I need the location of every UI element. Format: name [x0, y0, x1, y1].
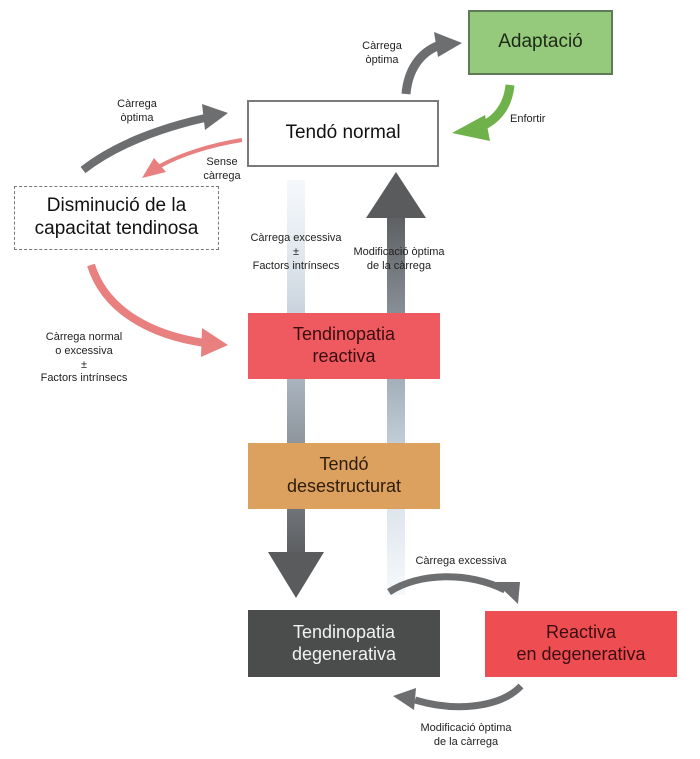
label-carrega-excessiva-factors: Càrrega excessiva ± Factors intrínsecs — [250, 232, 342, 272]
arrow-disminucio-to-normal — [80, 104, 228, 174]
arrow-degenerativa-to-reactiva-degenerativa — [387, 573, 520, 604]
label-modificacio-optima-bottom: Modificació òptima de la càrrega — [420, 722, 512, 748]
up-arrow-to-normal — [366, 172, 426, 595]
arrow-adaptacio-to-normal — [452, 84, 515, 141]
box-tendo-desestructurat-label: Tendó desestructurat — [286, 454, 402, 496]
box-reactiva-en-degenerativa-label: Reactiva en degenerativa — [516, 622, 646, 664]
box-tendo-normal: Tendó normal — [247, 100, 439, 167]
box-reactiva-en-degenerativa: Reactiva en degenerativa — [485, 611, 677, 677]
label-sense-carrega: Sense càrrega — [203, 156, 241, 182]
arrow-normal-to-disminucio — [142, 138, 243, 178]
box-tendinopatia-degenerativa: Tendinopatia degenerativa — [248, 610, 440, 677]
arrow-disminucio-to-reactiva — [87, 263, 228, 357]
box-disminucio: Disminució de la capacitat tendinosa — [14, 186, 219, 250]
label-enfortir: Enfortir — [510, 113, 546, 125]
box-tendo-desestructurat: Tendó desestructurat — [248, 443, 440, 509]
box-tendinopatia-reactiva: Tendinopatia reactiva — [248, 313, 440, 379]
box-tendo-normal-label: Tendó normal — [285, 122, 401, 144]
label-carrega-normal-excessiva: Càrrega normal o excessiva ± Factors int… — [40, 331, 128, 385]
label-carrega-excessiva-bottom: Càrrega excessiva — [415, 555, 507, 567]
box-adaptacio: Adaptació — [468, 10, 613, 75]
label-carrega-optima-left: Càrrega òptima — [117, 98, 157, 124]
label-modificacio-optima-center: Modificació òptima de la càrrega — [353, 246, 445, 272]
box-adaptacio-label: Adaptació — [498, 31, 583, 53]
label-carrega-optima-top: Càrrega òptima — [362, 40, 402, 66]
box-tendinopatia-reactiva-label: Tendinopatia reactiva — [292, 324, 396, 366]
arrow-normal-to-adaptacio — [401, 32, 462, 95]
box-disminucio-label: Disminució de la capacitat tendinosa — [34, 195, 199, 239]
box-tendinopatia-degenerativa-label: Tendinopatia degenerativa — [291, 621, 397, 664]
arrow-reactiva-degenerativa-to-degenerativa — [393, 683, 524, 711]
